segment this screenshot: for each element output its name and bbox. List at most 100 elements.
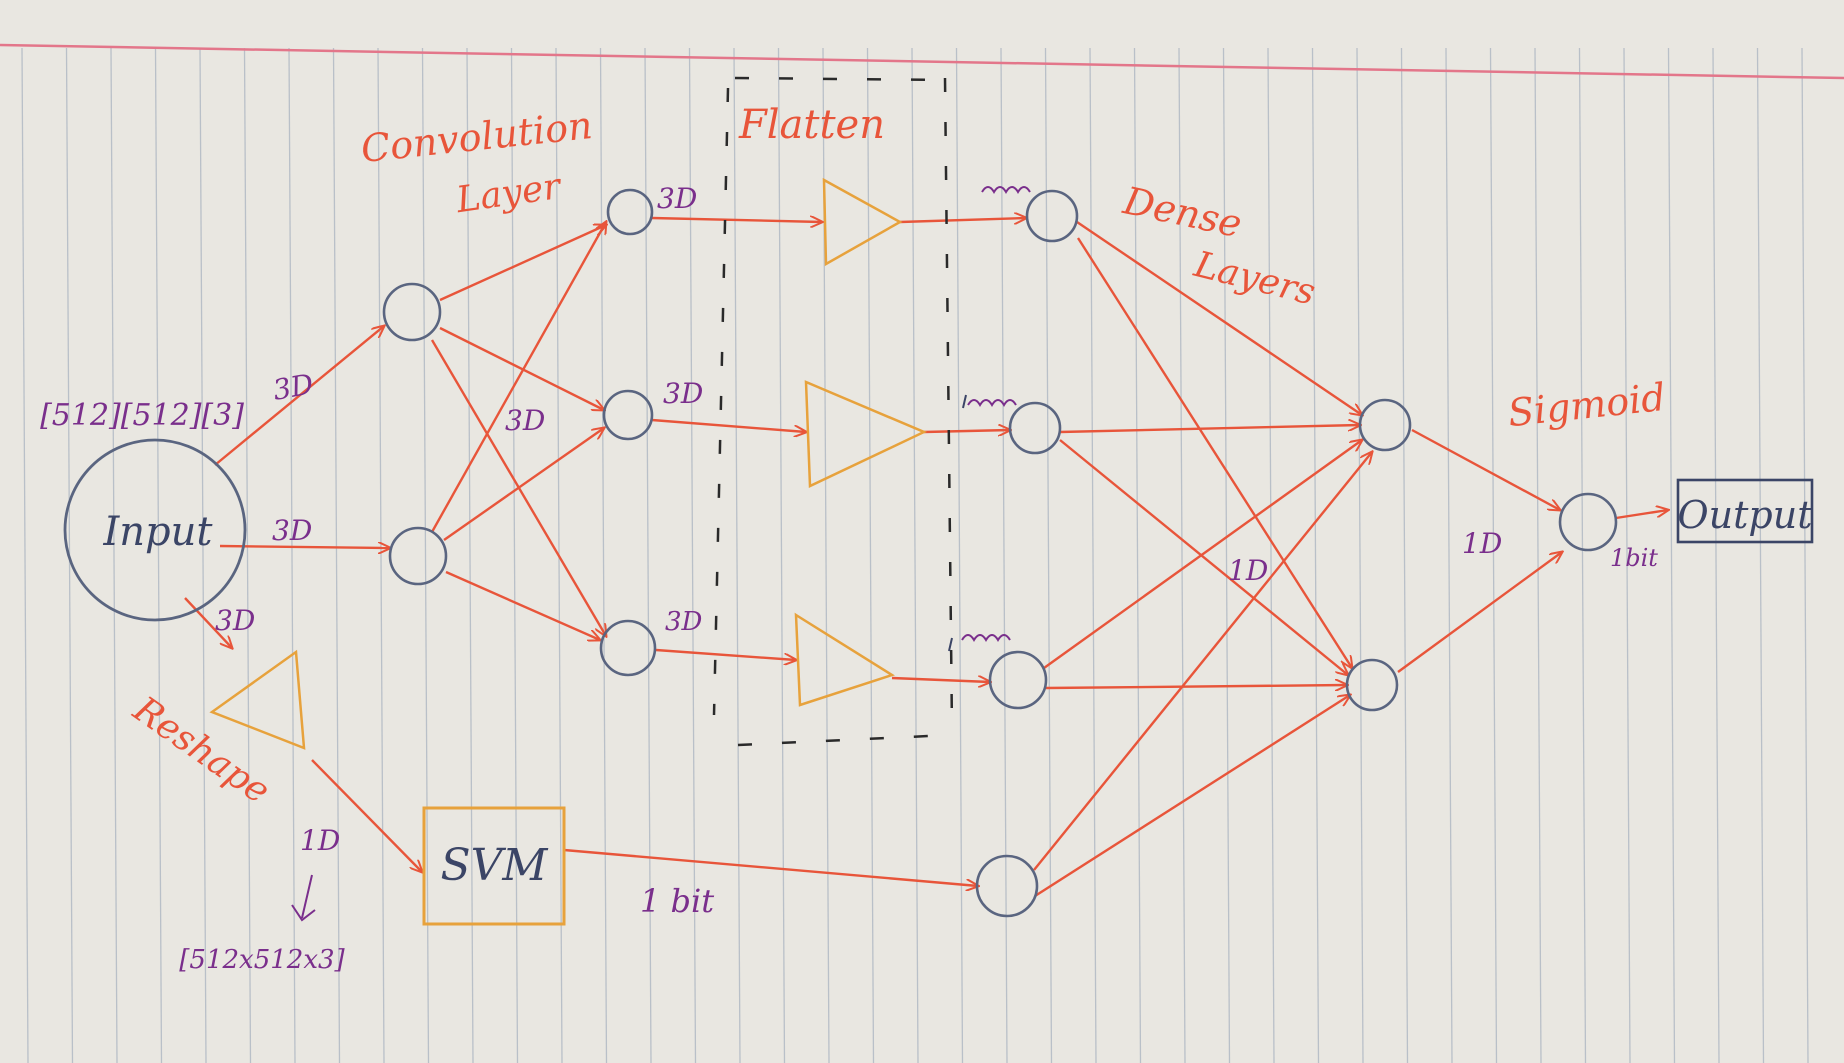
svm-label: SVM xyxy=(441,840,549,891)
edge-arrow xyxy=(1043,440,1362,669)
output-label: Output xyxy=(1678,493,1814,537)
edge-label-3d-input-low: 3D xyxy=(215,604,255,637)
rule-line xyxy=(733,47,741,1063)
edge-label-3d-conv-out-3: 3D xyxy=(665,607,703,637)
edge-arrow xyxy=(439,326,604,410)
scribble-mark-3 xyxy=(961,634,1011,642)
rule-line xyxy=(1667,47,1676,1063)
rule-line xyxy=(777,47,786,1063)
tick-mark-1 xyxy=(962,394,967,409)
rule-line xyxy=(288,47,296,1063)
sigmoid-title: Sigmoid xyxy=(1506,375,1668,435)
rule-line xyxy=(599,47,608,1063)
edge-label-3d-conv-cross: 3D xyxy=(505,404,545,437)
edge-arrow xyxy=(1059,425,1360,434)
rule-line xyxy=(1445,47,1453,1063)
rule-line xyxy=(1000,47,1008,1063)
edge-arrow xyxy=(184,597,232,648)
edge-arrow xyxy=(430,222,606,533)
network-node xyxy=(1358,398,1412,452)
edge-arrow xyxy=(899,218,1026,222)
convolution-title-line2: Layer xyxy=(453,166,565,221)
edge-label-1d-sigmoid: 1D xyxy=(1462,527,1502,560)
rule-line xyxy=(1133,47,1142,1063)
dense-title-line1: Dense xyxy=(1119,178,1246,246)
edge-arrow xyxy=(1059,439,1348,675)
edge-label-3d-input-top: 3D xyxy=(270,367,315,406)
edge-arrow xyxy=(655,648,796,660)
rule-line xyxy=(377,47,385,1063)
rule-line xyxy=(1089,47,1097,1063)
margin-line xyxy=(0,43,1844,80)
network-node xyxy=(599,619,657,677)
rule-line xyxy=(955,47,964,1063)
rule-line xyxy=(1178,47,1186,1063)
rule-line xyxy=(243,47,252,1063)
edges-layer xyxy=(184,218,1668,898)
flatten-block-3 xyxy=(794,612,895,707)
edge-arrow xyxy=(1615,510,1668,520)
edge-arrow xyxy=(1045,685,1347,688)
reshape-shape-label: [512x512x3] xyxy=(179,945,345,975)
dense-title-line2: Layers xyxy=(1189,244,1319,314)
rule-line xyxy=(1801,47,1809,1063)
rule-line xyxy=(1311,47,1320,1063)
input-node xyxy=(63,438,247,622)
edge-arrow xyxy=(1076,221,1362,415)
rule-line xyxy=(421,47,430,1063)
edge-label-1d-dense: 1D xyxy=(1228,554,1268,587)
rule-line xyxy=(866,47,875,1063)
edge-label-3d-input-mid: 3D xyxy=(272,514,312,547)
edge-label-output-bit: 1bit xyxy=(1610,544,1658,572)
rule-line xyxy=(1400,47,1409,1063)
network-node xyxy=(1558,492,1618,552)
network-node xyxy=(388,526,448,586)
edge-arrow xyxy=(1076,237,1352,668)
rule-line xyxy=(1534,47,1542,1063)
rule-line xyxy=(1756,47,1765,1063)
edge-arrow xyxy=(563,848,978,886)
scribble-mark-1 xyxy=(981,186,1031,194)
convolution-title-line1: Convolution xyxy=(359,103,595,171)
scribble-mark-2 xyxy=(967,399,1017,407)
input-shape-label: [512][512][3] xyxy=(40,398,244,433)
network-node xyxy=(1345,658,1399,712)
rule-line xyxy=(332,47,341,1063)
rule-line xyxy=(1044,47,1053,1063)
rule-line xyxy=(510,47,519,1063)
rule-line xyxy=(466,47,474,1063)
flatten-title: Flatten xyxy=(738,102,885,148)
edge-arrow xyxy=(443,428,604,541)
edge-label-1d-reshape: 1D xyxy=(300,824,340,857)
edge-arrow xyxy=(1033,452,1372,871)
edge-arrow xyxy=(445,570,600,640)
edge-arrow xyxy=(1411,428,1560,510)
reshape-title: Reshape xyxy=(125,689,277,813)
nodes-layer xyxy=(382,188,1618,918)
rule-line xyxy=(1623,47,1631,1063)
network-node xyxy=(1025,189,1079,243)
reshape-block xyxy=(209,649,306,750)
rule-line xyxy=(21,47,29,1063)
edge-arrow xyxy=(439,225,606,302)
rule-line xyxy=(1712,47,1720,1063)
edge-arrow xyxy=(891,678,990,682)
edge-arrow xyxy=(311,759,422,872)
flatten-dashed-box xyxy=(712,76,954,747)
flatten-block-1 xyxy=(822,177,903,267)
edge-arrow xyxy=(214,326,384,466)
rule-line xyxy=(644,47,652,1063)
edge-label-3d-conv-out-2: 3D xyxy=(663,377,703,410)
rule-line xyxy=(110,47,118,1063)
svm-box xyxy=(422,806,566,926)
rule-line xyxy=(688,47,697,1063)
edge-label-3d-conv-out-1: 3D xyxy=(657,182,697,215)
edge-arrow xyxy=(1034,695,1350,898)
edge-arrow xyxy=(651,218,822,222)
edge-label-svm-bit: 1 bit xyxy=(640,882,714,920)
rule-line xyxy=(911,47,919,1063)
rule-line xyxy=(1356,47,1364,1063)
network-node xyxy=(1008,401,1062,455)
output-box xyxy=(1676,478,1814,544)
